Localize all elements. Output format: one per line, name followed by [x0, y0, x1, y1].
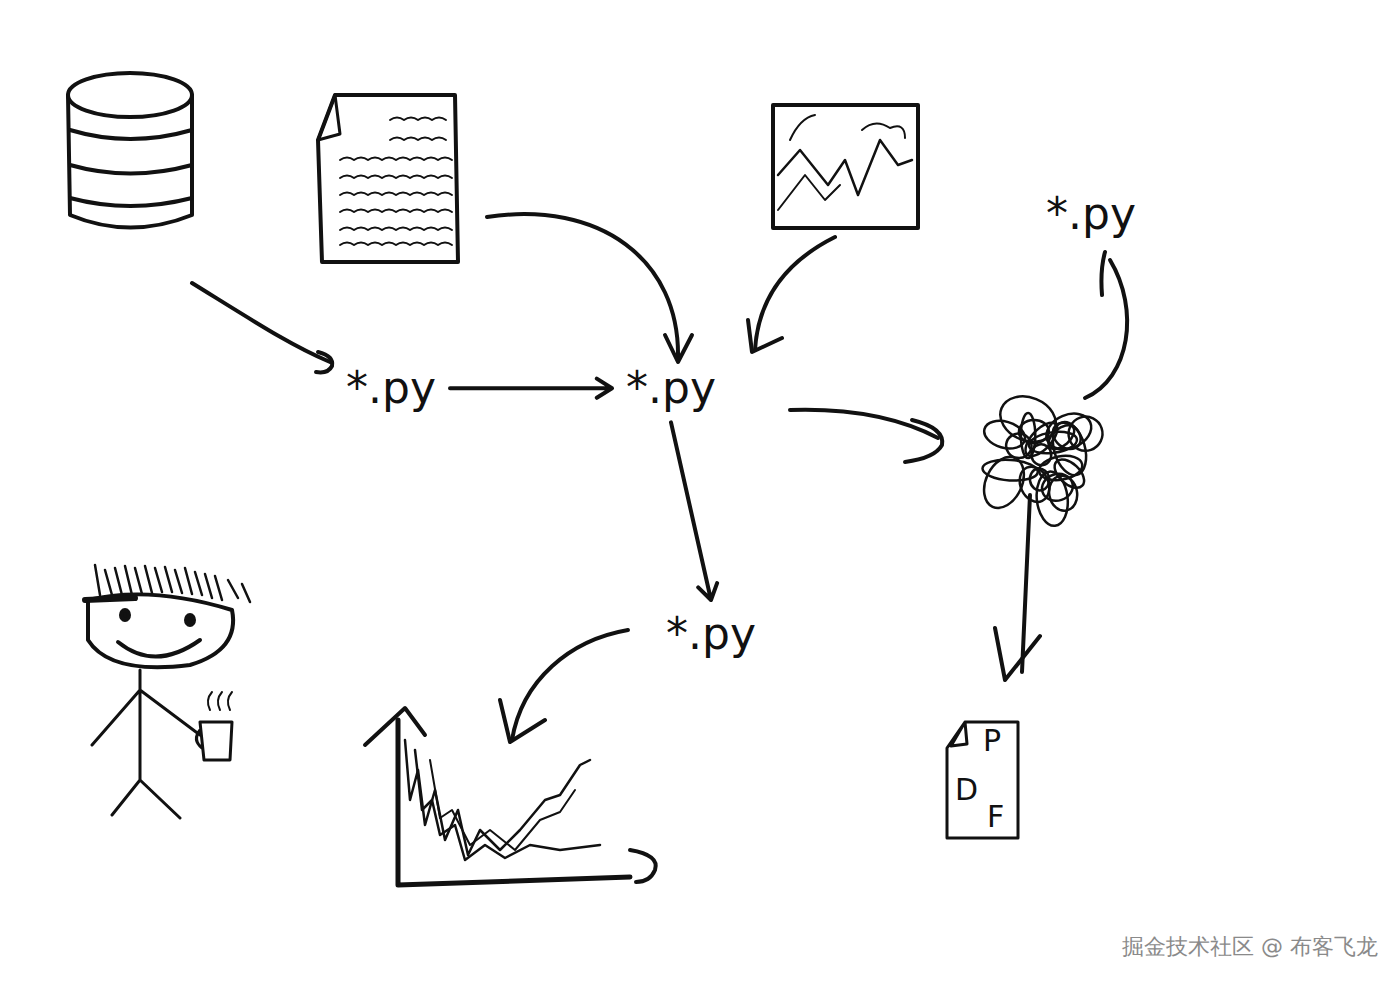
script-label: *.py [1040, 188, 1142, 240]
scribble-loop [1034, 470, 1070, 527]
text-squiggle [340, 193, 452, 196]
file-letter: F [987, 802, 1004, 832]
pdf-file-icon: PDF [945, 720, 1020, 840]
script-node: *.py [1040, 188, 1142, 240]
scribble-loop [982, 458, 1039, 482]
scribble-tangle [976, 388, 1108, 527]
scribble-loop [1014, 462, 1055, 507]
file-letter: P [983, 726, 1001, 756]
script-label: *.py [620, 362, 722, 414]
document-icon [318, 95, 458, 262]
stick-figure [85, 565, 250, 818]
script-label: *.py [340, 362, 442, 414]
text-squiggle [340, 210, 452, 213]
scribble-loop [981, 416, 1028, 453]
script-label: *.py [660, 608, 762, 660]
flow-arrow [671, 422, 717, 600]
script-node: *.py [340, 362, 442, 414]
watermark: 掘金技术社区 @ 布客飞龙 [1122, 932, 1378, 962]
text-squiggle [340, 176, 452, 179]
line-chart [365, 708, 656, 885]
database-icon [68, 73, 192, 228]
scribble-loop [1041, 407, 1097, 456]
text-squiggle [340, 228, 452, 231]
text-squiggle [390, 118, 446, 121]
scribble-loop [1046, 473, 1080, 513]
text-squiggle [340, 158, 452, 161]
text-squiggle [340, 243, 452, 246]
file-letter: D [955, 775, 978, 805]
script-node: *.py [660, 608, 762, 660]
image-icon [773, 105, 918, 228]
arrow-stroke [671, 422, 717, 600]
flow-arrow [450, 379, 612, 398]
arrow-stroke [450, 379, 612, 398]
scribble-loop [1028, 429, 1079, 456]
flow-arrows [192, 214, 1127, 742]
text-squiggle [390, 138, 446, 141]
script-node: *.py [620, 362, 722, 414]
